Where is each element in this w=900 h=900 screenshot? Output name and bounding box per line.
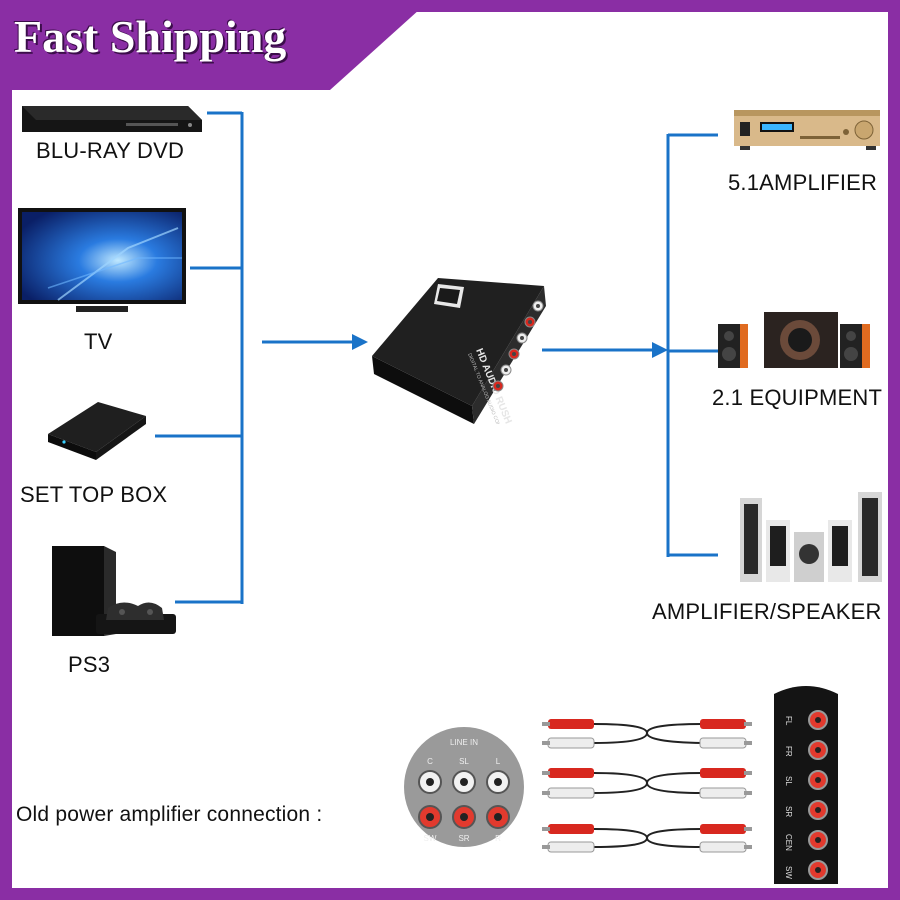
panel-label-sl: SL <box>459 757 469 766</box>
panel-label-sw: SW <box>424 834 437 843</box>
output-arrow-head <box>652 342 668 358</box>
output-jack-label-sr: SR <box>784 806 793 817</box>
wiring-lines <box>155 111 718 604</box>
output-label-speaker: AMPLIFIER/SPEAKER <box>652 599 882 624</box>
diagram-canvas: BLU-RAY DVD TV SET TOP BOX PS3 <box>12 12 888 888</box>
input-label-ps3: PS3 <box>68 652 111 677</box>
decoder-output-jacks <box>808 710 828 880</box>
banner-background <box>0 0 430 90</box>
input-arrow-head <box>352 334 368 350</box>
decoder-output-panel: FL FR SL SR CEN SW <box>774 686 838 884</box>
rca-plugs <box>542 719 752 853</box>
panel-label-c: C <box>427 757 433 766</box>
output-label-21: 2.1 EQUIPMENT <box>712 385 883 410</box>
tower-speakers-icon <box>740 492 882 582</box>
output-jack-label-sw: SW <box>784 866 793 879</box>
banner-title: Fast Shipping <box>14 11 287 62</box>
output-jack-label-cen: CEN <box>784 834 793 851</box>
audio-decoder-icon: HD AUDIO RUSH DIGITAL TO ANALOG AUDIO CO… <box>372 278 546 424</box>
output-jack-label-fr: FR <box>784 746 793 757</box>
tv-icon <box>18 208 186 312</box>
line-in-title: LINE IN <box>450 738 478 747</box>
output-jack-label-sl: SL <box>784 776 793 786</box>
input-label-bluray: BLU-RAY DVD <box>36 138 185 163</box>
output-jack-label-fl: FL <box>784 716 793 726</box>
panel-label-l: L <box>496 757 501 766</box>
panel-label-r: R <box>495 834 501 843</box>
ps3-console-icon <box>52 546 176 636</box>
line-in-panel: LINE IN C SL L SW SR R <box>404 727 524 847</box>
panel-jacks <box>418 770 510 829</box>
av-receiver-icon <box>734 110 880 150</box>
input-label-tv: TV <box>84 329 113 354</box>
rca-cable-icon <box>542 719 752 853</box>
bluray-player-icon <box>22 106 202 132</box>
panel-label-sr: SR <box>458 834 469 843</box>
converter-rca-jacks <box>492 300 544 392</box>
set-top-box-icon <box>48 402 146 460</box>
output-label-51: 5.1AMPLIFIER <box>728 170 878 195</box>
legacy-caption: Old power amplifier connection : <box>16 803 323 826</box>
input-label-stb: SET TOP BOX <box>20 482 168 507</box>
subwoofer-speakers-icon <box>718 312 870 368</box>
